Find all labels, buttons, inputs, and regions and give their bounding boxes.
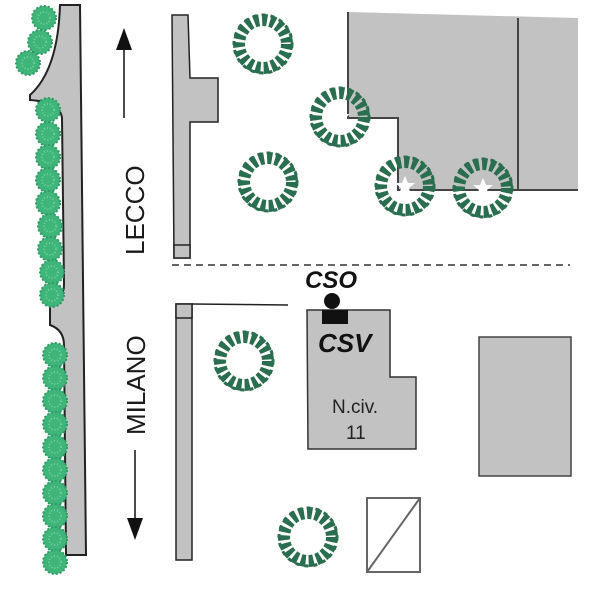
manhole-lower <box>175 303 193 319</box>
hedge-icon <box>35 144 61 170</box>
building-east <box>478 336 572 477</box>
hedge-icon <box>39 259 65 285</box>
hedge-icon <box>42 457 68 483</box>
hedge-icon <box>42 480 68 506</box>
tree-icon <box>234 15 292 73</box>
property-line <box>191 303 289 306</box>
hedge-icon <box>42 388 68 414</box>
hedge-icon <box>27 29 53 55</box>
hedge-icon <box>42 434 68 460</box>
road-label-milano: MILANO <box>121 335 151 435</box>
tree-icon <box>376 157 434 215</box>
building-number-line1: N.civ. <box>332 397 378 418</box>
main-road <box>29 4 88 556</box>
arrow-north-icon <box>116 28 132 118</box>
hedge-icon <box>42 342 68 368</box>
hedge-icon <box>35 121 61 147</box>
building-number-line2: 11 <box>346 423 366 444</box>
road-label-lecco: LECCO <box>120 165 150 255</box>
hedge-icon <box>35 97 61 123</box>
tree-icon <box>215 332 273 390</box>
hedge-icon <box>42 365 68 391</box>
hedge-icon <box>15 50 41 76</box>
arrow-south-icon <box>127 450 143 540</box>
utility-box <box>366 497 421 573</box>
hedge-icon <box>39 282 65 308</box>
hedge-icon <box>42 526 68 552</box>
sidewalk-lower <box>175 303 193 561</box>
building-civ-11 <box>306 309 417 450</box>
valve-icon <box>322 293 348 324</box>
cso-label: CSO <box>305 267 357 294</box>
sidewalk-upper <box>171 14 219 259</box>
tree-icon <box>239 153 297 211</box>
tree-icon <box>279 508 337 566</box>
tree-icon <box>311 88 369 146</box>
hedge-icon <box>42 549 68 575</box>
hedge-icon <box>37 213 63 239</box>
hedge-icon <box>31 5 57 31</box>
hedge-icon <box>42 411 68 437</box>
csv-label: CSV <box>318 328 374 358</box>
manhole-upper <box>173 244 191 259</box>
hedge-icon <box>37 236 63 262</box>
building-north <box>348 12 578 190</box>
hedge-icon <box>35 190 61 216</box>
hedge-icon <box>35 167 61 193</box>
hedge-icon <box>42 503 68 529</box>
